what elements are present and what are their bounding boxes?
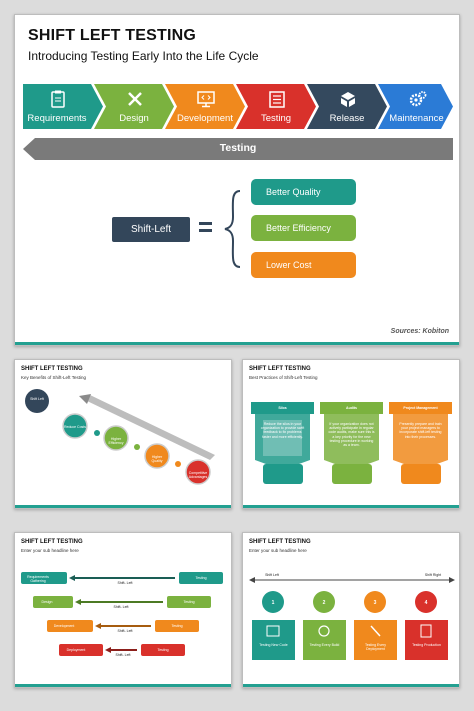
shift-timeline (249, 577, 455, 660)
step-label: Testing Every Build (309, 643, 340, 647)
row-arrow: Shift- Left (117, 629, 133, 633)
row-left: Design (41, 600, 53, 604)
stage-label: Maintenance (389, 113, 444, 124)
tools-icon (128, 92, 142, 106)
stage-requirements: Requirements (23, 84, 103, 129)
step-number: 2 (322, 600, 326, 606)
row-right: Testing (171, 624, 183, 628)
benefit-step: Higher Quality (151, 455, 163, 464)
stage-maintenance: Maintenance (378, 84, 453, 129)
practice-title: Project Management (403, 406, 438, 410)
thumb-subtitle: Enter your sub headline here (21, 548, 79, 553)
shift-rows (21, 572, 223, 656)
row-arrow: Shift- Left (113, 605, 129, 609)
main-slide[interactable]: SHIFT LEFT TESTING Introducing Testing E… (14, 14, 460, 346)
stage-development: Development (165, 84, 245, 129)
step-number: 4 (424, 600, 428, 606)
shift-right-label: Shift Right (424, 573, 442, 577)
step-number: 1 (271, 600, 275, 606)
curly-brace (224, 190, 241, 268)
thumb-title: SHIFT LEFT TESTING (249, 539, 311, 545)
stage-label: Release (329, 113, 365, 124)
box-icon (341, 92, 355, 107)
stage-label: Testing (260, 113, 292, 124)
stage-label: Requirements (27, 113, 87, 124)
row-right: Testing (183, 600, 195, 604)
equals-sign (199, 222, 212, 233)
thumb-subtitle: Best Practices of Shift-Left Testing (249, 375, 318, 380)
practice-title: Audits (346, 406, 357, 410)
stage-label: Design (119, 113, 149, 124)
row-right: Testing (157, 648, 169, 652)
benefit-lower-cost: Lower Cost (251, 252, 356, 278)
benefit-better-efficiency: Better Efficiency (251, 215, 356, 241)
benefit-step: Higher Efficiency (108, 437, 124, 446)
practice-text: Reduce the silos in your organization to… (260, 422, 305, 439)
benefit-start: Shift Left (30, 397, 44, 401)
row-left: Development (53, 624, 75, 628)
clipboard-icon (51, 90, 65, 108)
step-label: Testing Every Deployment (364, 643, 386, 652)
gears-icon (409, 91, 427, 107)
row-arrow: Shift- Left (115, 653, 131, 657)
stage-label: Development (177, 113, 233, 124)
step-label: Testing Production (412, 643, 441, 647)
row-left: Deployment (66, 648, 86, 652)
shift-left-box: Shift-Left (112, 217, 190, 242)
step-number: 3 (373, 600, 377, 606)
testing-arrow: Testing (23, 138, 453, 160)
benefit-step: Reduce Costs (64, 425, 86, 429)
lifecycle-stages: Requirements Design Development Testing … (23, 84, 453, 129)
checklist-icon (269, 91, 285, 108)
stage-release: Release (307, 84, 387, 129)
benefit-better-quality: Better Quality (251, 179, 356, 205)
thumb-title: SHIFT LEFT TESTING (249, 366, 311, 372)
shift-left-label: Shift Left (265, 573, 279, 577)
sources-note: Sources: Kobiton (390, 328, 449, 335)
slide-title: SHIFT LEFT TESTING (28, 27, 197, 44)
benefit-step: Competitive Advantages (188, 471, 208, 480)
slide-subtitle: Introducing Testing Early Into the Life … (28, 49, 259, 63)
benefits-flow (25, 389, 215, 485)
row-right: Testing (195, 576, 207, 580)
practice-text: If your organization does not actively p… (328, 422, 375, 447)
thumbnail-key-benefits[interactable]: SHIFT LEFT TESTING Key Benefits of Shift… (14, 359, 232, 509)
thumbnail-shift-rows[interactable]: SHIFT LEFT TESTING Enter your sub headli… (14, 532, 232, 688)
thumb-subtitle: Key Benefits of Shift-Left Testing (21, 375, 86, 380)
thumb-title: SHIFT LEFT TESTING (21, 366, 83, 372)
testing-arrow-label: Testing (219, 142, 257, 154)
practice-title: Silos (278, 406, 287, 410)
thumb-title: SHIFT LEFT TESTING (21, 539, 83, 545)
thumbnail-best-practices[interactable]: SHIFT LEFT TESTING Best Practices of Shi… (242, 359, 460, 509)
thumbnail-shift-left-right[interactable]: SHIFT LEFT TESTING Enter your sub headli… (242, 532, 460, 688)
practice-cards (251, 402, 452, 484)
monitor-code-icon (197, 91, 215, 108)
step-label: Testing New Code (259, 643, 288, 647)
thumb-subtitle: Enter your sub headline here (249, 548, 307, 553)
row-left: Requirements Gathering (27, 575, 49, 584)
stage-design: Design (94, 84, 174, 129)
stage-testing: Testing (236, 84, 316, 129)
row-arrow: Shift- Left (117, 581, 133, 585)
practice-text: Presently prepare and train your project… (399, 422, 442, 439)
